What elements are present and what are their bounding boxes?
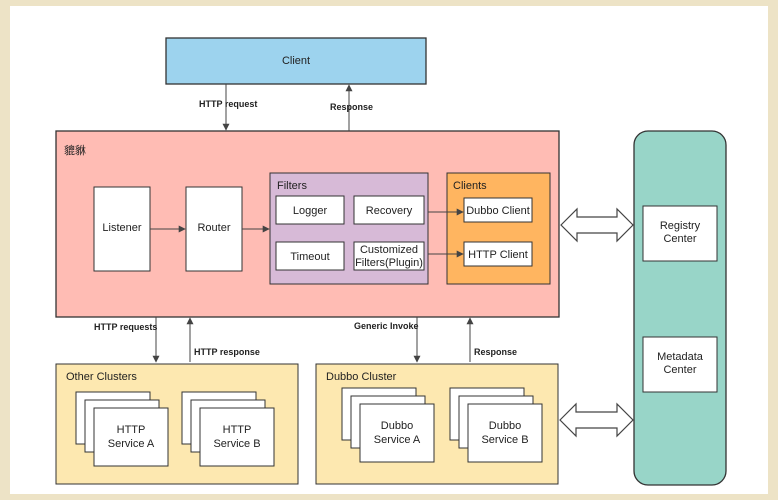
clients-group: Clients Dubbo Client HTTP Client bbox=[446, 172, 551, 285]
filters-title: Filters bbox=[277, 180, 307, 192]
dubbo-service-a bbox=[359, 403, 435, 463]
architecture-diagram: Client 貔貅 Listener Router Filters Logger… bbox=[10, 6, 768, 494]
http-service-b bbox=[199, 407, 275, 467]
recovery-filter bbox=[353, 195, 425, 225]
registry-center-line2: Center bbox=[663, 233, 696, 245]
other-clusters-title: Other Clusters bbox=[66, 371, 137, 383]
customized-label-1: Customized bbox=[360, 244, 418, 256]
router-node: Router bbox=[185, 186, 243, 272]
http-service-b-line1: HTTP bbox=[223, 424, 252, 436]
metadata-center-line2: Center bbox=[663, 364, 696, 376]
gateway-title: 貔貅 bbox=[64, 144, 86, 157]
listener-node: Listener bbox=[93, 186, 151, 272]
gateway-registry-double-arrow bbox=[560, 207, 634, 243]
logger-filter bbox=[275, 195, 345, 225]
dubbo-service-a-line1: Dubbo bbox=[381, 420, 413, 432]
timeout-label: Timeout bbox=[290, 251, 329, 263]
dubbo-client-label: Dubbo Client bbox=[466, 205, 530, 217]
dubbo-cluster-group: Dubbo Cluster Dubbo Service A Dubbo Serv… bbox=[315, 363, 559, 485]
http-response-label: HTTP response bbox=[194, 347, 260, 357]
timeout-filter bbox=[275, 241, 345, 271]
cluster-registry-double-arrow bbox=[559, 402, 634, 438]
customized-filter bbox=[353, 241, 425, 271]
dubbo-service-a-line2: Service A bbox=[374, 434, 421, 446]
registry-center bbox=[642, 205, 718, 262]
registry-column: Registry Center Metadata Center bbox=[633, 130, 727, 486]
dubbo-service-b-line2: Service B bbox=[481, 434, 528, 446]
generic-invoke-label: Generic Invoke bbox=[354, 321, 419, 331]
recovery-label: Recovery bbox=[366, 205, 413, 217]
http-client bbox=[463, 241, 533, 267]
filters-group: Filters Logger Recovery Timeout Customiz… bbox=[269, 172, 429, 285]
metadata-center bbox=[642, 336, 718, 393]
http-service-b-line2: Service B bbox=[213, 438, 260, 450]
dubbo-client bbox=[463, 197, 533, 223]
http-requests-label: HTTP requests bbox=[94, 322, 157, 332]
dubbo-service-b bbox=[467, 403, 543, 463]
http-request-label: HTTP request bbox=[199, 99, 257, 109]
customized-label-2: Filters(Plugin) bbox=[355, 257, 423, 269]
registry-center-line1: Registry bbox=[660, 220, 701, 232]
logger-label: Logger bbox=[293, 205, 328, 217]
metadata-center-line1: Metadata bbox=[657, 351, 704, 363]
http-service-a-line2: Service A bbox=[108, 438, 155, 450]
http-service-a bbox=[93, 407, 169, 467]
clients-title: Clients bbox=[453, 180, 487, 192]
response-top-label: Response bbox=[330, 102, 373, 112]
http-service-a-line1: HTTP bbox=[117, 424, 146, 436]
dubbo-service-b-line1: Dubbo bbox=[489, 420, 521, 432]
other-clusters-group: Other Clusters HTTP Service A HTTP Servi… bbox=[55, 363, 299, 485]
listener-label: Listener bbox=[102, 222, 141, 234]
dubbo-cluster-title: Dubbo Cluster bbox=[326, 371, 397, 383]
http-client-label: HTTP Client bbox=[468, 249, 528, 261]
router-label: Router bbox=[197, 222, 230, 234]
response-bottom-label: Response bbox=[474, 347, 517, 357]
client-node: Client bbox=[165, 37, 427, 85]
client-label: Client bbox=[282, 55, 310, 67]
